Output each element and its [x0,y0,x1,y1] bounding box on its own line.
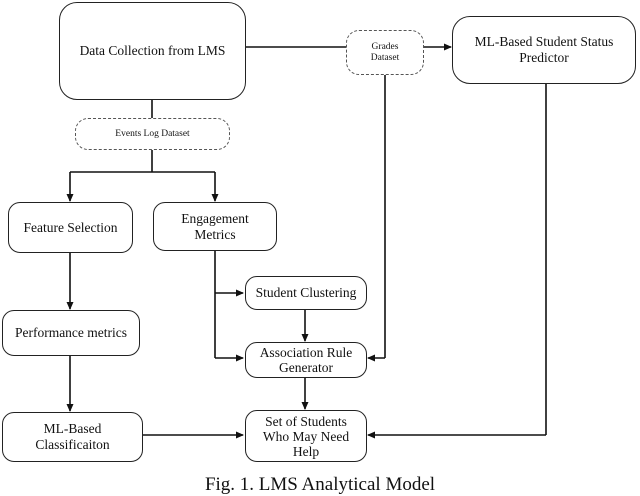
node-performance-metrics: Performance metrics [2,310,140,356]
node-data-collection: Data Collection from LMS [59,2,246,100]
node-grades-dataset: Grades Dataset [346,30,424,75]
node-engagement-metrics: Engagement Metrics [153,202,277,251]
node-set-of-students: Set of Students Who May Need Help [245,410,367,462]
node-feature-selection: Feature Selection [8,202,133,253]
node-ml-status-predictor: ML-Based Student Status Predictor [452,16,636,84]
figure-caption: Fig. 1. LMS Analytical Model [204,474,436,495]
node-ml-classification: ML-Based Classificaiton [2,412,143,462]
node-student-clustering: Student Clustering [245,276,367,310]
node-association-rule-generator: Association Rule Generator [245,342,367,378]
node-events-log-dataset: Events Log Dataset [75,118,230,150]
